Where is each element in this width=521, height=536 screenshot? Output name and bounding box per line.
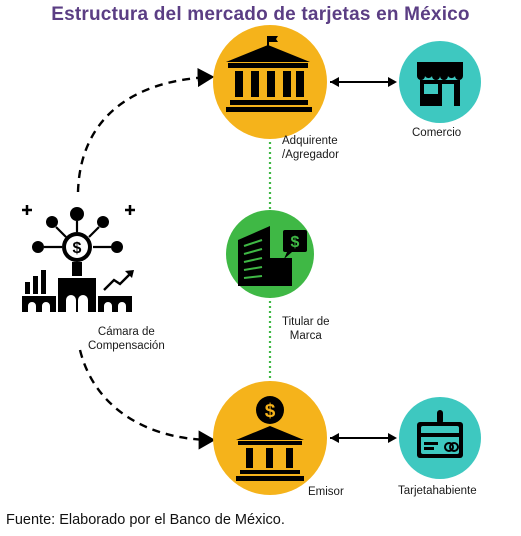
office-building-dollar-icon: $ [238, 226, 307, 286]
bank-dollar-icon: $ [236, 396, 304, 481]
adquirente-label: Adquirente /Agregador [282, 135, 339, 161]
diagram-title: Estructura del mercado de tarjetas en Mé… [51, 4, 470, 25]
svg-text:$: $ [291, 234, 300, 251]
comercio-node [399, 41, 481, 123]
camara-label: Cámara de Compensación [88, 326, 165, 352]
titular-label: Titular de Marca [282, 316, 330, 342]
dashed-arc-camara-to-emisor [78, 349, 216, 450]
tarjetahabiente-label: Tarjetahabiente [398, 485, 477, 497]
comercio-label: Comercio [412, 127, 462, 139]
double-arrow-adquirente-comercio [330, 77, 397, 87]
adquirente-node [213, 25, 327, 139]
bank-building-icon [226, 36, 312, 112]
emisor-node: $ [213, 381, 327, 495]
tarjetahabiente-node [399, 397, 481, 479]
source-footnote: Fuente: Elaborado por el Banco de México… [6, 512, 285, 528]
titular-node: $ [226, 210, 314, 298]
storefront-icon [417, 62, 463, 106]
double-arrow-emisor-tarjetahabiente [330, 433, 397, 443]
svg-text:$: $ [73, 240, 82, 257]
svg-text:$: $ [265, 401, 276, 422]
dashed-arc-camara-to-adquirente [76, 67, 215, 193]
emisor-label: Emisor [308, 486, 344, 498]
credit-card-icon [417, 410, 463, 458]
clearing-house-icon: $ [22, 205, 135, 312]
